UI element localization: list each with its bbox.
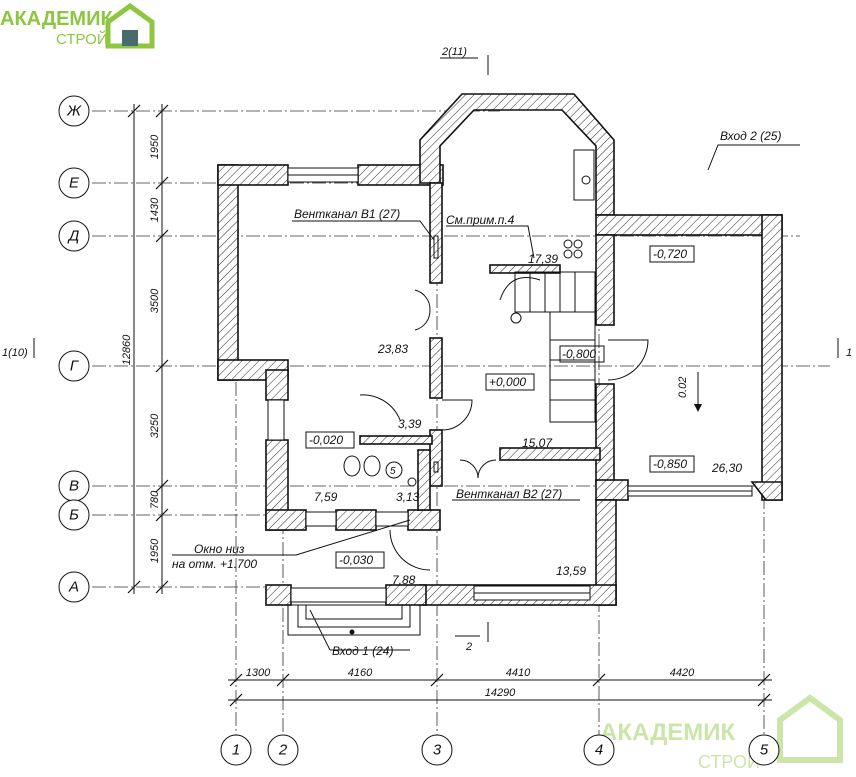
axis-bubble-d: Д xyxy=(58,220,90,252)
doors xyxy=(359,289,649,571)
area-wc2: 3,13 xyxy=(396,490,420,504)
axis-bubble-e: Е xyxy=(58,167,90,199)
area-wc1: 3,39 xyxy=(398,417,422,431)
vent-b1-label: Вентканал В1 (27) xyxy=(294,207,400,221)
horizontal-dimensions: 1300 4160 4410 4420 14290 xyxy=(228,667,772,707)
area-hall: 15,07 xyxy=(522,436,553,450)
svg-text:Ж: Ж xyxy=(66,103,82,120)
section-bottom-label: 2 xyxy=(465,641,472,653)
svg-text:4: 4 xyxy=(595,742,603,759)
axis-bubble-g: Г xyxy=(58,350,90,382)
area-room: 13,59 xyxy=(556,564,586,578)
vertical-dimensions: 1950 1430 3500 3250 780 1950 12860 xyxy=(121,104,169,594)
window-low-label-2: на отм. +1.700 xyxy=(172,557,257,571)
axis-bubble-b: Б xyxy=(58,499,90,531)
level-boxes xyxy=(305,245,695,569)
entrance-2-label: Вход 2 (25) xyxy=(720,129,781,143)
logo-top: АКАДЕМИК СТРОЙ xyxy=(0,2,155,49)
level-porch: -0,030 xyxy=(339,553,373,567)
dim-v-4: 3250 xyxy=(149,413,161,438)
dim-v-5: 780 xyxy=(149,490,161,509)
annotations: Вход 2 (25) Вентканал В1 (27) См.прим.п.… xyxy=(172,129,781,658)
note-label: См.прим.п.4 xyxy=(446,213,515,227)
area-kitchen: 17,39 xyxy=(528,252,558,266)
axis-bubble-1: 1 xyxy=(220,734,252,766)
svg-text:3: 3 xyxy=(433,742,442,759)
svg-text:2: 2 xyxy=(278,742,288,759)
leader-lines xyxy=(172,144,800,651)
dim-h-2: 4160 xyxy=(348,667,373,679)
axis-bubble-v: В xyxy=(58,470,90,502)
slope-arrow xyxy=(694,372,702,412)
level-garage-top: -0,720 xyxy=(653,247,687,261)
svg-text:Д: Д xyxy=(67,228,80,245)
area-vestibule: 7,88 xyxy=(392,573,416,587)
dim-v-6: 1950 xyxy=(149,538,161,563)
level-stair: -0,800 xyxy=(562,347,596,361)
section-right-label: 1 xyxy=(846,347,852,359)
axis-bubble-a: А xyxy=(58,571,90,603)
section-marks: 2(11) 2 1(10) 1 xyxy=(2,46,852,653)
watermark-word-2: СТРОЙ xyxy=(698,751,760,772)
window-low-label-1: Окно низ xyxy=(194,542,245,556)
dim-h-4: 4420 xyxy=(670,667,695,679)
area-left: 7,59 xyxy=(314,490,338,504)
staircase xyxy=(499,271,596,423)
room-number-5: 5 xyxy=(390,466,396,477)
svg-text:Г: Г xyxy=(70,358,80,375)
slope-value: 0.02 xyxy=(677,377,689,398)
axis-bubble-zh: Ж xyxy=(58,95,90,127)
area-living: 23,83 xyxy=(377,342,408,356)
svg-text:5: 5 xyxy=(760,742,769,759)
svg-text:А: А xyxy=(68,579,79,596)
watermark-word-1: АКАДЕМИК xyxy=(600,719,736,746)
dim-h-total: 14290 xyxy=(485,687,516,699)
level-zero: +0,000 xyxy=(489,375,526,389)
vent-b2-label: Вентканал В2 (27) xyxy=(456,487,562,501)
watermark-house-icon xyxy=(777,694,843,763)
area-garage: 26,30 xyxy=(711,461,742,475)
section-left-label: 1(10) xyxy=(2,347,28,359)
svg-text:Е: Е xyxy=(69,175,80,192)
dim-v-total: 12860 xyxy=(121,334,133,365)
windows xyxy=(267,149,753,603)
number-axes: 1 2 3 4 5 xyxy=(220,734,780,766)
dim-v-3: 3500 xyxy=(149,288,161,313)
porch-steps xyxy=(287,604,421,636)
entrance-1-label: Вход 1 (24) xyxy=(332,644,393,658)
fixtures xyxy=(343,175,591,487)
logo-watermark: АКАДЕМИК СТРОЙ xyxy=(600,694,843,772)
dim-h-3: 4410 xyxy=(506,667,531,679)
axis-bubble-5: 5 xyxy=(748,734,780,766)
logo-house-icon xyxy=(105,2,155,49)
svg-text:Б: Б xyxy=(69,507,79,524)
logo-word-1: АКАДЕМИК xyxy=(0,8,113,30)
walls xyxy=(217,93,783,606)
logo-word-2: СТРОЙ xyxy=(56,30,108,48)
section-top-label: 2(11) xyxy=(441,46,467,58)
level-left: -0,020 xyxy=(309,433,343,447)
level-garage-bottom: -0,850 xyxy=(653,457,687,471)
room-5-marker xyxy=(385,461,403,479)
letter-axes: Ж Е Д Г В Б А xyxy=(58,95,90,603)
axis-bubble-4: 4 xyxy=(583,734,615,766)
axis-bubble-2: 2 xyxy=(267,734,299,766)
dim-v-1: 1950 xyxy=(149,134,161,159)
svg-text:В: В xyxy=(69,478,79,495)
axis-bubble-3: 3 xyxy=(421,734,453,766)
dim-v-2: 1430 xyxy=(149,197,161,222)
svg-text:1: 1 xyxy=(232,742,240,759)
dim-h-1: 1300 xyxy=(246,667,271,679)
